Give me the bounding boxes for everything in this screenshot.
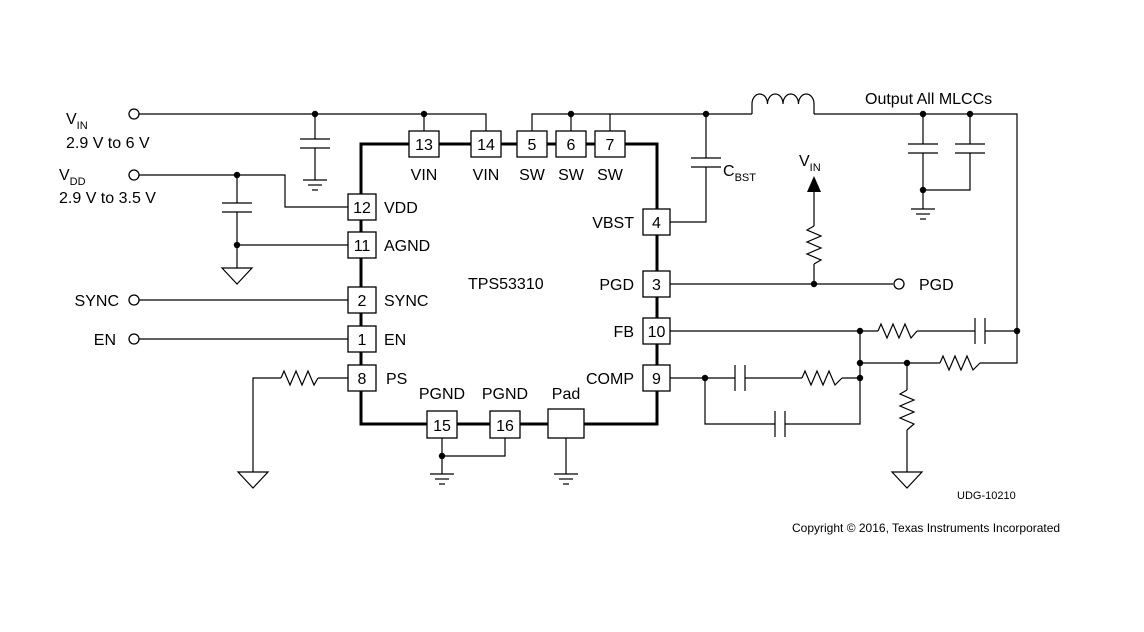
pin-label: PGND bbox=[482, 386, 528, 403]
pin-label: FB bbox=[614, 324, 634, 341]
ps-resistor bbox=[280, 369, 319, 387]
analog-ground-symbol-agnd bbox=[220, 267, 254, 285]
pin-number: 10 bbox=[648, 324, 666, 341]
pin-label: EN bbox=[384, 332, 406, 349]
ground-symbol-output bbox=[911, 208, 935, 220]
feedforward-capacitor bbox=[974, 318, 986, 344]
pin-16: 16 PGND bbox=[482, 386, 528, 439]
vdd-input-range: 2.9 V to 3.5 V bbox=[59, 190, 156, 207]
pin-number: 7 bbox=[606, 137, 615, 154]
pin-label: VIN bbox=[411, 167, 438, 184]
pgd-output-label: PGD bbox=[919, 277, 954, 294]
pgd-terminal bbox=[893, 278, 905, 290]
pin-number: 12 bbox=[353, 200, 371, 217]
pin-14: 14 VIN bbox=[470, 130, 502, 184]
en-terminal bbox=[128, 333, 140, 345]
pin-12: 12 VDD bbox=[347, 193, 418, 221]
pin-number: 15 bbox=[433, 418, 451, 435]
pin-label: SYNC bbox=[384, 293, 428, 310]
pin-label: SW bbox=[597, 167, 624, 184]
output-capacitor-1 bbox=[908, 143, 938, 154]
vin-input-label: VIN bbox=[66, 111, 88, 132]
vin-input-capacitor bbox=[300, 138, 330, 149]
drawing-id: UDG-10210 bbox=[957, 490, 1016, 502]
analog-ground-symbol-feedback bbox=[890, 471, 924, 489]
pin-label: SW bbox=[558, 167, 585, 184]
pin-2: 2 SYNC bbox=[347, 286, 428, 314]
pin-6: 6 SW bbox=[555, 130, 587, 184]
vin-input-range: 2.9 V to 6 V bbox=[66, 135, 150, 152]
feedback-resistor-top bbox=[939, 354, 981, 372]
pin-10: 10 FB bbox=[614, 317, 671, 345]
chip-name: TPS53310 bbox=[468, 276, 544, 293]
pin-11: 11 AGND bbox=[347, 231, 430, 259]
pin-1: 1 EN bbox=[347, 325, 406, 353]
pin-number: 5 bbox=[528, 137, 537, 154]
junction-dots bbox=[233, 110, 1021, 460]
vdd-capacitor bbox=[222, 202, 252, 213]
comp-series-capacitor bbox=[734, 365, 746, 391]
en-input-label: EN bbox=[94, 332, 116, 349]
cbst-label: CBST bbox=[723, 163, 756, 184]
pin-5: 5 SW bbox=[516, 130, 548, 184]
pin-3: 3 PGD bbox=[599, 270, 671, 298]
pin-pad: Pad bbox=[547, 386, 585, 439]
pin-number: 16 bbox=[496, 418, 514, 435]
comp-resistor bbox=[801, 369, 843, 387]
feedback-resistor-bottom bbox=[898, 389, 916, 431]
pin-7: 7 SW bbox=[594, 130, 626, 184]
vdd-terminal bbox=[128, 169, 140, 181]
copyright-notice: Copyright © 2016, Texas Instruments Inco… bbox=[792, 521, 1060, 535]
pin-number: 4 bbox=[652, 215, 661, 232]
pin-number: 9 bbox=[652, 371, 661, 388]
pin-number: 6 bbox=[567, 137, 576, 154]
ground-symbol-pad bbox=[554, 473, 578, 485]
pin-9: 9 COMP bbox=[586, 364, 671, 392]
output-capacitor-2 bbox=[955, 143, 985, 154]
pin-number: 14 bbox=[477, 137, 495, 154]
pin-number: 2 bbox=[358, 293, 367, 310]
analog-ground-symbol-ps bbox=[236, 471, 270, 489]
pin-label: Pad bbox=[552, 386, 580, 403]
vin-terminal bbox=[128, 108, 140, 120]
output-caps-label: Output All MLCCs bbox=[865, 91, 992, 108]
sync-input-label: SYNC bbox=[75, 293, 119, 310]
vdd-input-label: VDD bbox=[59, 167, 86, 188]
pgd-pullup-resistor bbox=[805, 225, 823, 265]
pin-13: 13 VIN bbox=[408, 130, 440, 184]
ground-symbol-pgnd bbox=[430, 473, 454, 485]
pin-number: 8 bbox=[358, 371, 367, 388]
cbst-capacitor bbox=[691, 157, 721, 168]
pin-label: VIN bbox=[473, 167, 500, 184]
pin-15: 15 PGND bbox=[419, 386, 465, 439]
pin-label: PGD bbox=[599, 277, 634, 294]
comp-parallel-capacitor bbox=[774, 411, 786, 437]
pin-label: PGND bbox=[419, 386, 465, 403]
pin-label: VBST bbox=[592, 215, 634, 232]
ground-symbol-vin-cap bbox=[303, 179, 327, 191]
inductor bbox=[751, 93, 815, 114]
pin-label: PS bbox=[386, 371, 407, 388]
pin-label: AGND bbox=[384, 238, 430, 255]
vin-pullup-label: VIN bbox=[799, 153, 821, 174]
pin-number: 11 bbox=[354, 238, 371, 255]
sync-terminal bbox=[128, 294, 140, 306]
pin-8: 8 PS bbox=[347, 364, 407, 392]
pin-label: COMP bbox=[586, 371, 634, 388]
pin-4: 4 VBST bbox=[592, 208, 671, 236]
pin-label: SW bbox=[519, 167, 546, 184]
pin-label: VDD bbox=[384, 200, 418, 217]
pin-number: 3 bbox=[652, 277, 661, 294]
pin-number: 13 bbox=[415, 137, 433, 154]
pin-number: 1 bbox=[358, 332, 367, 349]
feedback-resistor-top-series bbox=[877, 322, 918, 340]
vin-arrow-icon bbox=[807, 176, 821, 192]
